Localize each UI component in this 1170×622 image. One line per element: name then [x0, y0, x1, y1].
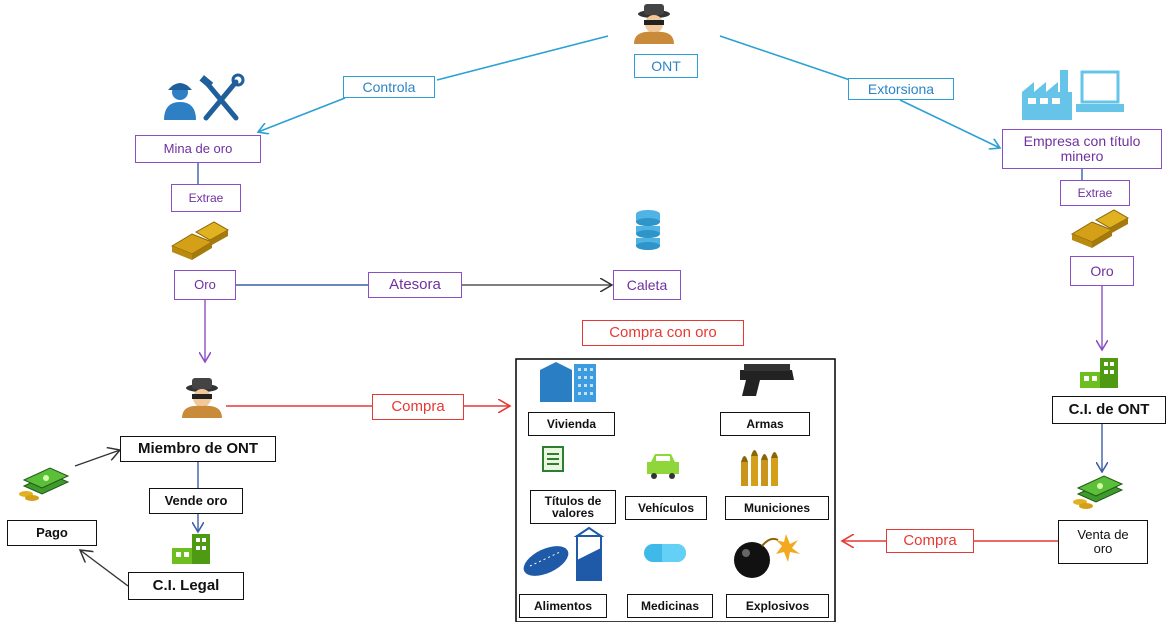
certificate-icon — [542, 446, 564, 472]
pistol-icon — [740, 364, 794, 396]
edge-ont-controla — [436, 35, 609, 81]
titulos-label: Títulos de valores — [544, 494, 602, 520]
building-icon-ci-legal — [172, 534, 210, 564]
empresa-label: Empresa con título minero — [1023, 133, 1141, 164]
money-icon-venta — [1073, 475, 1124, 509]
car-icon — [647, 454, 679, 479]
oro-left-box: Oro — [174, 270, 236, 300]
titulos-box: Títulos de valores — [530, 490, 616, 524]
gold-bars-icon-right — [1070, 209, 1130, 248]
compra-con-oro-label: Compra con oro — [582, 320, 744, 346]
compra-center-label: Compra — [372, 394, 464, 420]
atesora-box: Atesora — [368, 272, 462, 298]
ammunition-icon — [741, 450, 778, 486]
extrae-right-box: Extrae — [1060, 180, 1130, 206]
extrae-left-box: Extrae — [171, 184, 241, 212]
venta-de-oro-label: Venta de oro — [1077, 527, 1129, 556]
extorsiona-label: Extorsiona — [848, 78, 954, 100]
purchases-frame — [515, 358, 836, 622]
ci-legal-box: C.I. Legal — [128, 572, 244, 600]
food-icon — [523, 526, 605, 581]
miner-tools-icon — [164, 73, 245, 121]
vehiculos-box: Vehículos — [625, 496, 707, 520]
medicinas-box: Medicinas — [627, 594, 713, 618]
armas-box: Armas — [720, 412, 810, 436]
edge-controla-mina — [258, 97, 346, 132]
edge-ont-extorsiona — [719, 35, 851, 81]
database-icon — [636, 210, 660, 250]
money-icon-pago — [19, 467, 70, 501]
building-icon-ci-ont — [1080, 358, 1118, 388]
edge-legal-pago — [80, 550, 129, 587]
medicine-pill-icon — [644, 544, 686, 562]
miembro-de-ont-box: Miembro de ONT — [120, 436, 276, 462]
gold-bars-icon-left — [170, 221, 230, 260]
explosivos-box: Explosivos — [726, 594, 829, 618]
oro-right-box: Oro — [1070, 256, 1134, 286]
spy-icon-ont — [634, 4, 674, 44]
empresa-box: Empresa con título minero — [1002, 129, 1162, 169]
municiones-box: Municiones — [725, 496, 829, 520]
edge-extorsiona-empresa — [899, 99, 1000, 148]
compra-right-label: Compra — [886, 529, 974, 553]
edge-pagoicon-miembro — [74, 450, 120, 467]
caleta-box: Caleta — [613, 270, 681, 300]
spy-icon-member — [182, 378, 222, 418]
pago-box: Pago — [7, 520, 97, 546]
venta-de-oro-box: Venta de oro — [1058, 520, 1148, 564]
ont-box: ONT — [634, 54, 698, 78]
mina-de-oro-box: Mina de oro — [135, 135, 261, 163]
house-building-icon — [540, 362, 596, 402]
alimentos-box: Alimentos — [519, 594, 607, 618]
vivienda-box: Vivienda — [528, 412, 615, 436]
vende-oro-box: Vende oro — [149, 488, 243, 514]
ci-ont-box: C.I. de ONT — [1052, 396, 1166, 424]
controla-label: Controla — [343, 76, 435, 98]
connectors — [74, 35, 1102, 587]
factory-laptop-icon — [1022, 70, 1124, 120]
bomb-icon — [734, 534, 800, 578]
